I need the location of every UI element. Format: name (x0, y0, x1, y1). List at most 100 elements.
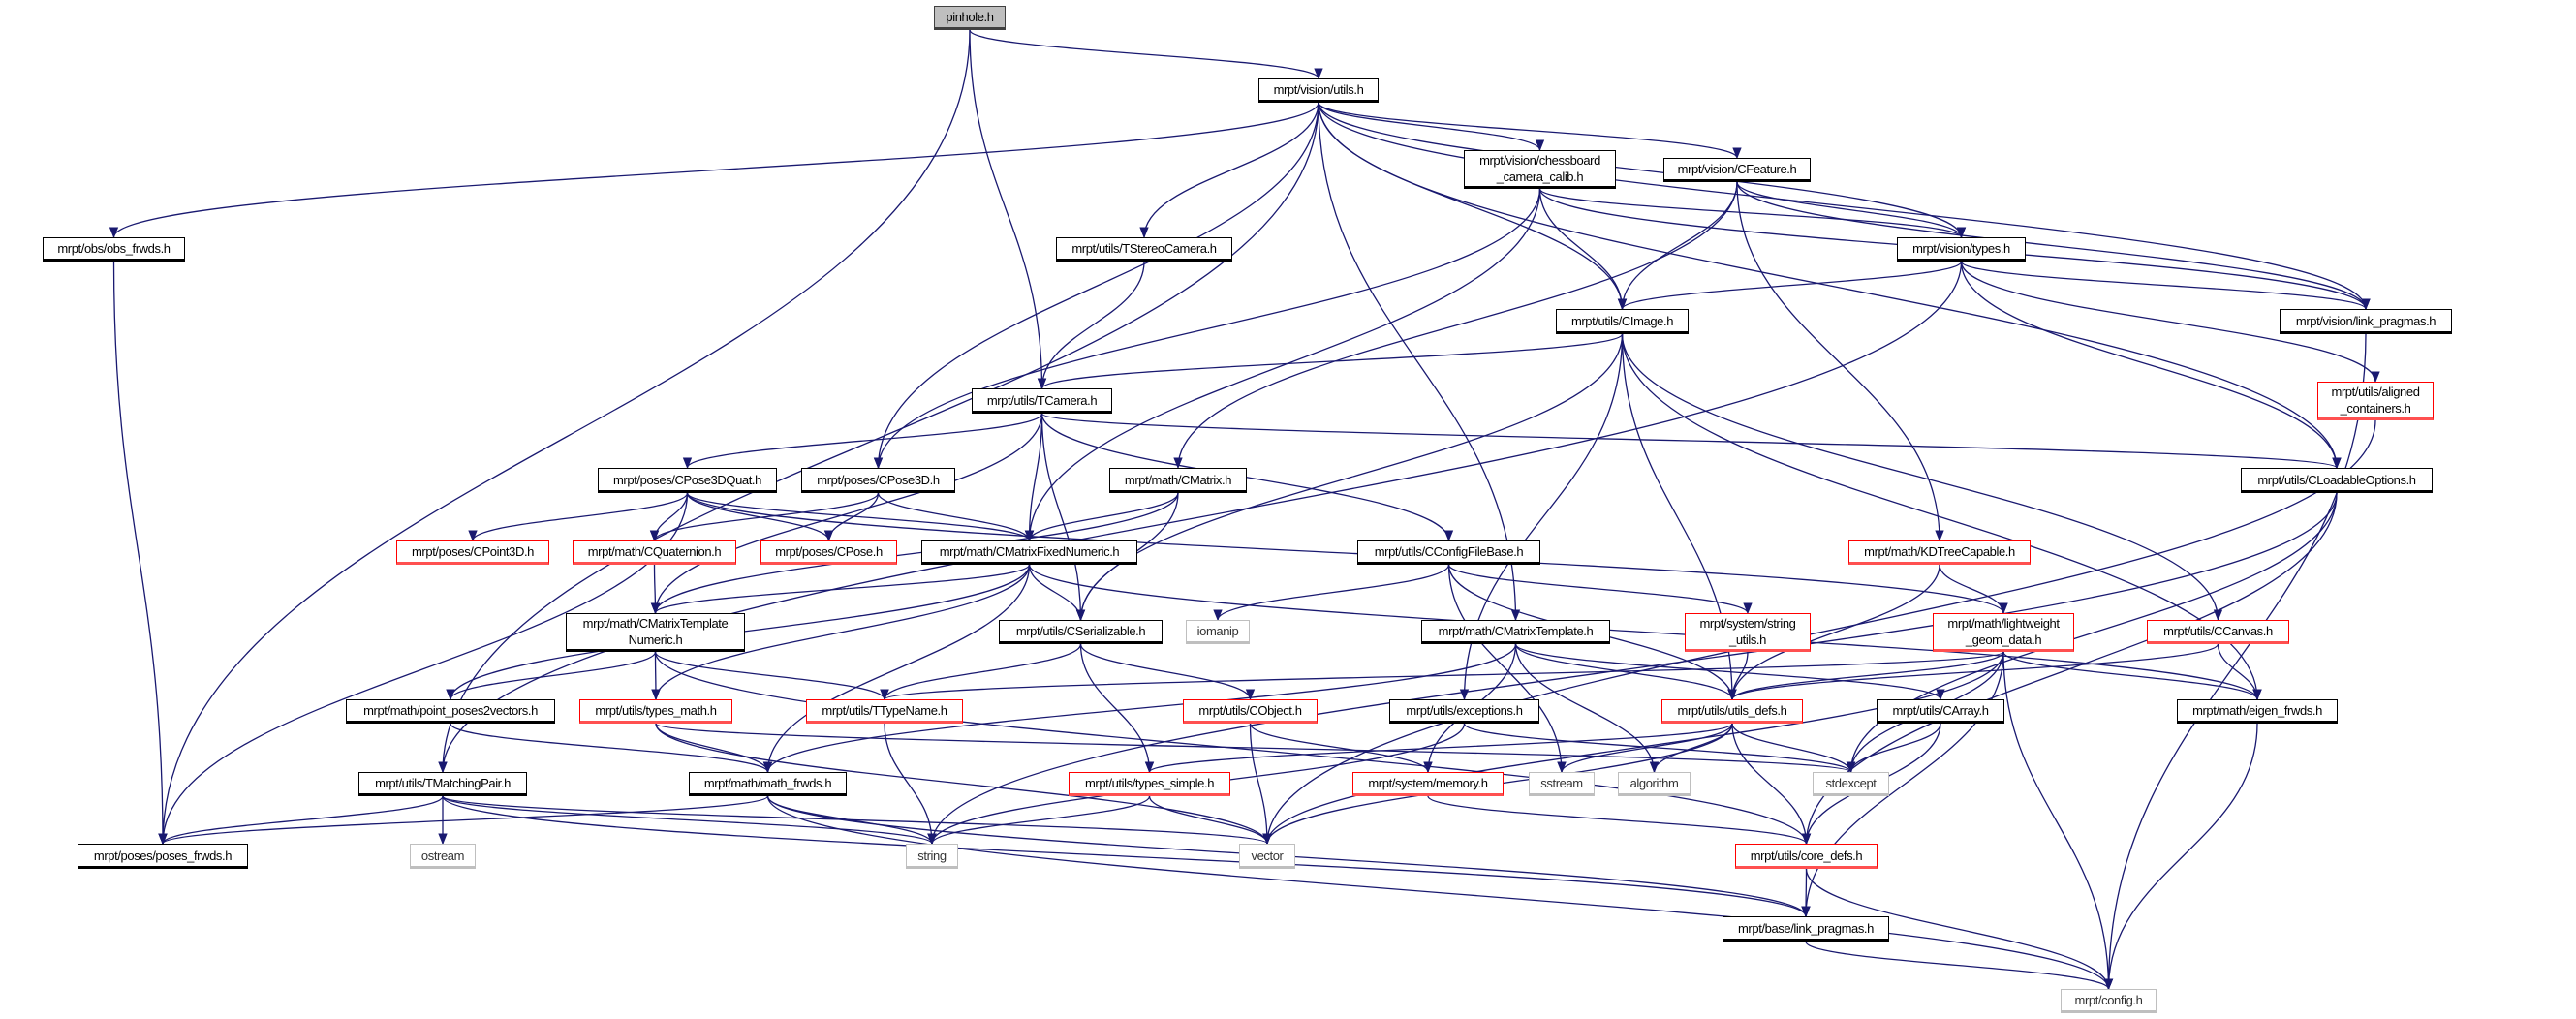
edge-lwgeom-to-eigen (2002, 651, 2262, 701)
node-baselink[interactable]: mrpt/base/link_pragmas.h (1723, 916, 1889, 942)
node-pp2v[interactable]: mrpt/math/point_poses2vectors.h (346, 699, 555, 724)
edge-cmatrix-to-cmtn (650, 492, 1179, 615)
edge-cconfig-to-sstream (1447, 564, 1567, 774)
node-utilsdefs[interactable]: mrpt/utils/utils_defs.h (1661, 699, 1803, 724)
node-chess[interactable]: mrpt/vision/chessboard _camera_calib.h (1464, 150, 1616, 189)
node-vlink[interactable]: mrpt/vision/link_pragmas.h (2280, 309, 2452, 334)
node-lwgeom[interactable]: mrpt/math/lightweight _geom_data.h (1933, 613, 2074, 652)
edge-tmatching-to-vector (442, 795, 1272, 846)
node-carray[interactable]: mrpt/utils/CArray.h (1877, 699, 2004, 724)
edge-tcamera-to-cmtn (650, 413, 1043, 615)
edge-ccanvas-to-utilsdefs (1727, 643, 2219, 701)
node-cconfig[interactable]: mrpt/utils/CConfigFileBase.h (1357, 540, 1540, 565)
node-exceptions[interactable]: mrpt/utils/exceptions.h (1389, 699, 1539, 724)
node-mathfrwds[interactable]: mrpt/math/math_frwds.h (689, 772, 847, 796)
node-coredefs[interactable]: mrpt/utils/core_defs.h (1735, 844, 1878, 869)
edge-vutils-to-tstereo (1139, 102, 1319, 239)
node-cmt[interactable]: mrpt/math/CMatrixTemplate.h (1421, 620, 1610, 644)
edge-cpose3dquat-to-cmfn (686, 492, 1035, 542)
edge-cimage-to-tcamera (1038, 333, 1624, 390)
node-ostream[interactable]: ostream (410, 844, 476, 869)
edge-obs_frwds-to-posesfrwds (112, 261, 168, 846)
edge-cpose3d-to-cpose (823, 492, 880, 542)
edge-exceptions-to-stdexcept (1463, 723, 1855, 774)
edge-vtypes-to-vlink (1960, 261, 2371, 311)
edge-lwgeom-to-utilsdefs (1727, 651, 2004, 701)
node-stdexcept[interactable]: stdexcept (1813, 772, 1889, 796)
edge-lwgeom-to-ttypename (880, 651, 2004, 701)
edge-kdtree-to-utilsdefs (1727, 564, 1940, 701)
node-ttypename[interactable]: mrpt/utils/TTypeName.h (806, 699, 963, 724)
node-typesmath[interactable]: mrpt/utils/types_math.h (579, 699, 732, 724)
node-vtypes[interactable]: mrpt/vision/types.h (1897, 237, 2026, 262)
edge-tcamera-to-cloadable (1040, 413, 2342, 470)
edge-aligned-to-vector (1262, 419, 2376, 846)
node-string[interactable]: string (906, 844, 958, 869)
edge-tcamera-to-cmfn (1024, 413, 1043, 542)
edge-lwgeom-to-baselink (1801, 651, 2004, 918)
node-cpoint3d[interactable]: mrpt/poses/CPoint3D.h (396, 540, 549, 565)
node-memory[interactable]: mrpt/system/memory.h (1352, 772, 1504, 796)
edge-cmtn-to-pp2v (446, 651, 657, 701)
edge-vutils-to-cfeature (1318, 102, 1742, 160)
node-vector[interactable]: vector (1239, 844, 1295, 869)
edge-cser-to-ttypename (880, 643, 1082, 701)
node-tmatching[interactable]: mrpt/utils/TMatchingPair.h (358, 772, 527, 796)
edge-vutils-to-chess (1318, 102, 1545, 152)
edge-cfeature-to-vtypes (1736, 181, 1967, 239)
edge-tmatching-to-posesfrwds (158, 795, 444, 846)
edge-mathfrwds-to-string (766, 795, 937, 846)
edge-cmatrix-to-cmfn (1024, 492, 1179, 542)
node-tcamera[interactable]: mrpt/utils/TCamera.h (972, 388, 1112, 414)
node-cpose[interactable]: mrpt/poses/CPose.h (760, 540, 897, 565)
node-vutils[interactable]: mrpt/vision/utils.h (1258, 78, 1379, 103)
node-cfeature[interactable]: mrpt/vision/CFeature.h (1663, 158, 1811, 182)
node-cquat[interactable]: mrpt/math/CQuaternion.h (573, 540, 736, 565)
node-cmtn[interactable]: mrpt/math/CMatrixTemplate Numeric.h (566, 613, 745, 652)
edge-cmfn-to-mathfrwds (762, 564, 1031, 774)
edge-pinhole-to-posesfrwds (158, 29, 971, 846)
edge-cimage-to-exceptions (1459, 333, 1624, 701)
node-tstereo[interactable]: mrpt/utils/TStereoCamera.h (1056, 237, 1232, 262)
edge-cmfn-to-cser (1028, 564, 1086, 622)
node-typessimple[interactable]: mrpt/utils/types_simple.h (1069, 772, 1230, 796)
node-cpose3dquat[interactable]: mrpt/poses/CPose3DQuat.h (598, 468, 777, 493)
node-algorithm[interactable]: algorithm (1618, 772, 1691, 796)
node-iomanip[interactable]: iomanip (1186, 620, 1250, 644)
node-cobject[interactable]: mrpt/utils/CObject.h (1183, 699, 1318, 724)
node-cimage[interactable]: mrpt/utils/CImage.h (1556, 309, 1689, 334)
edge-mathfrwds-to-config (766, 795, 2114, 991)
edge-cpose3d-to-cmfn (877, 492, 1035, 542)
edge-cmtn-to-ttypename (654, 651, 889, 701)
edge-typessimple-to-string (927, 795, 1151, 846)
edge-vutils-to-cpose3d (873, 102, 1319, 470)
edge-cpose3dquat-to-cpose (686, 492, 834, 542)
edge-vutils-to-vtypes (1318, 102, 1967, 239)
node-cser[interactable]: mrpt/utils/CSerializable.h (999, 620, 1163, 644)
edge-cconfig-to-strutils (1447, 564, 1753, 615)
node-pinhole[interactable]: pinhole.h (934, 6, 1006, 30)
edge-cquat-to-cmtn (650, 564, 661, 615)
node-config[interactable]: mrpt/config.h (2061, 989, 2157, 1013)
edge-cconfig-to-iomanip (1213, 564, 1450, 622)
node-cloadable[interactable]: mrpt/utils/CLoadableOptions.h (2241, 468, 2433, 493)
edge-cimage-to-ccanvas (1621, 333, 2223, 622)
edge-cobject-to-vector (1249, 723, 1272, 846)
node-aligned[interactable]: mrpt/utils/aligned _containers.h (2317, 382, 2434, 420)
node-strutils[interactable]: mrpt/system/string _utils.h (1685, 613, 1811, 652)
node-ccanvas[interactable]: mrpt/utils/CCanvas.h (2147, 620, 2289, 644)
node-sstream[interactable]: sstream (1529, 772, 1595, 796)
node-posesfrwds[interactable]: mrpt/poses/poses_frwds.h (78, 844, 248, 869)
edge-vutils-to-cmt (1318, 102, 1521, 622)
node-cmfn[interactable]: mrpt/math/CMatrixFixedNumeric.h (921, 540, 1137, 565)
edge-coredefs-to-baselink (1801, 868, 1811, 918)
node-kdtree[interactable]: mrpt/math/KDTreeCapable.h (1848, 540, 2031, 565)
edge-utilsdefs-to-stdexcept (1731, 723, 1856, 774)
node-cpose3d[interactable]: mrpt/poses/CPose3D.h (801, 468, 955, 493)
edge-cfeature-to-kdtree (1736, 181, 1944, 542)
node-obs_frwds[interactable]: mrpt/obs/obs_frwds.h (43, 237, 185, 262)
edge-carray-to-stdexcept (1846, 723, 1941, 774)
node-eigen[interactable]: mrpt/math/eigen_frwds.h (2177, 699, 2338, 724)
node-cmatrix[interactable]: mrpt/math/CMatrix.h (1109, 468, 1247, 493)
edge-cmt-to-mathfrwds (762, 643, 1517, 774)
